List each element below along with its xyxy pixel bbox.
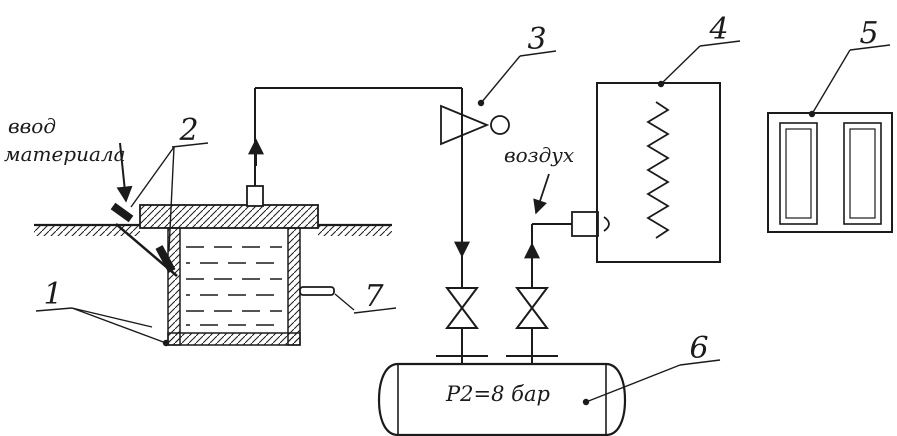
callout-6: 6 (689, 331, 708, 366)
callout-3: 3 (527, 22, 546, 57)
feed-tank-group (34, 185, 392, 346)
callout-1-leader-b (71, 307, 153, 328)
liquid-level-lines (186, 246, 282, 326)
material-input-arrow (116, 142, 133, 203)
labels-group: ввод материала воздух (4, 114, 574, 203)
injector-cone (440, 104, 490, 146)
exchanger-coil-zigzag (646, 101, 670, 239)
callout-2-leader-a (130, 146, 175, 208)
filter-cartridge-right (843, 122, 882, 225)
exchanger-box (596, 82, 721, 263)
valve-right (515, 287, 549, 329)
receiver-group: Р2=8 бар (377, 362, 627, 436)
ejector-fitting (571, 211, 599, 237)
feed-seal-lower (155, 245, 176, 273)
air-label: воздух (504, 143, 574, 167)
apparatus-group (596, 82, 893, 263)
callout-5-shelf (849, 44, 891, 51)
callout-6-leader (585, 364, 681, 403)
ejector-nozzle (603, 216, 610, 232)
callout-7: 7 (364, 279, 384, 314)
material-input-label-line1: ввод (8, 114, 56, 138)
tank-cover-slab (139, 204, 319, 229)
callout-1: 1 (43, 277, 62, 312)
cover-fitting (246, 185, 264, 207)
air-inlet-arrow (533, 173, 550, 215)
material-input-label-line2: материала (4, 142, 126, 166)
valve-left (445, 287, 479, 329)
piping-group (248, 87, 610, 364)
callout-7-leader (334, 293, 355, 311)
filter-cartridge-left (779, 122, 818, 225)
filter-box (767, 112, 893, 233)
callouts-group: 1 2 3 4 5 6 7 (35, 12, 891, 406)
filter-cartridge-right-inner (849, 128, 876, 219)
ground-hatch-left (34, 225, 140, 236)
callout-5-dot (808, 110, 816, 118)
callout-1-dot (162, 339, 170, 347)
callout-4-leader (660, 45, 701, 85)
receiver-pressure-label: Р2=8 бар (445, 382, 550, 406)
callout-2-leader-b (168, 146, 175, 251)
level-probe (299, 286, 335, 296)
callout-1-leader-a (71, 307, 167, 344)
callout-5-leader (811, 49, 851, 115)
callout-6-dot (582, 398, 590, 406)
callout-3-leader (480, 55, 521, 104)
feed-seal-upper (110, 202, 134, 223)
callout-4-dot (657, 80, 665, 88)
callout-2-shelf (171, 142, 209, 148)
tank-wall-right (287, 227, 301, 346)
callout-7-shelf (353, 307, 397, 314)
callout-2: 2 (178, 113, 198, 148)
tank-wall-bottom (167, 332, 301, 346)
callout-4: 4 (708, 12, 728, 47)
callout-3-dot (477, 99, 485, 107)
callout-3-shelf (519, 50, 557, 57)
filter-cartridge-left-inner (785, 128, 812, 219)
pressure-gauge-circle (490, 115, 510, 135)
callout-1-shelf (35, 307, 73, 312)
callout-5: 5 (859, 16, 878, 51)
callout-4-shelf (699, 40, 741, 47)
callout-6-shelf (679, 359, 721, 366)
ground-hatch-right (318, 225, 392, 236)
